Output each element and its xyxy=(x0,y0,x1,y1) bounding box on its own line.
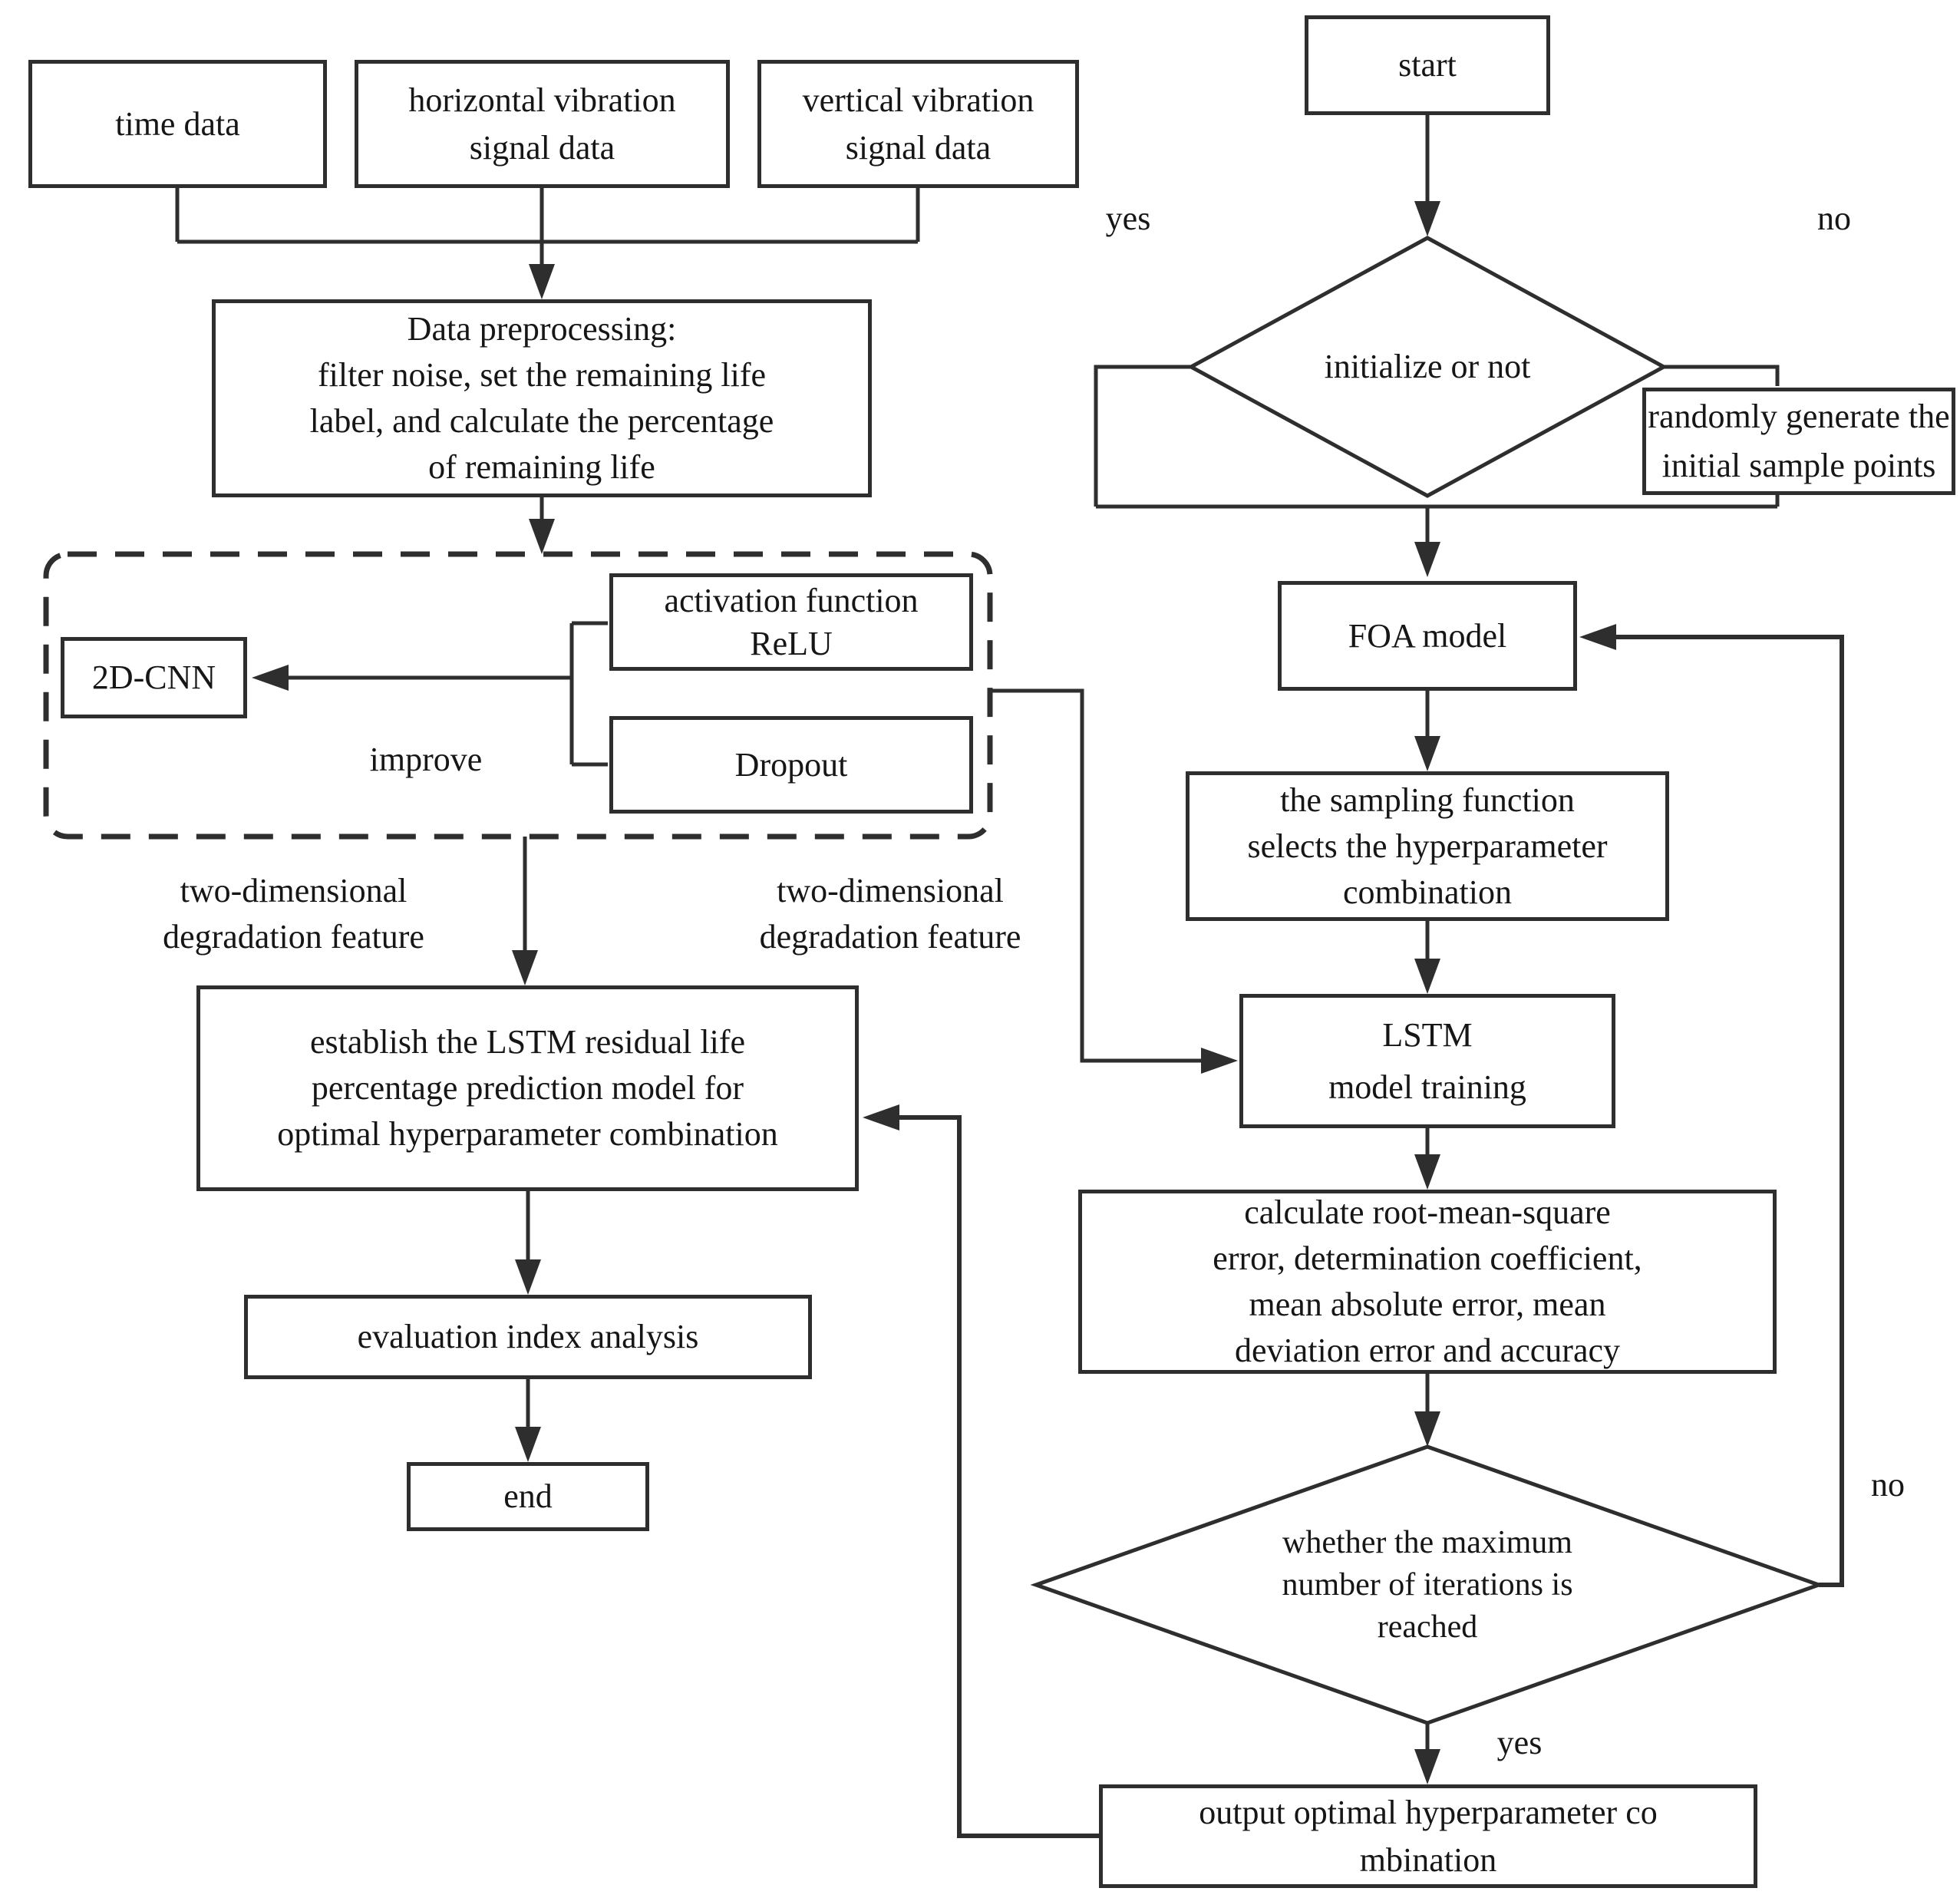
edge-output-to-establish xyxy=(870,1115,1099,1838)
node-calc-metrics: calculate root-mean-square error, determ… xyxy=(1078,1190,1777,1374)
node-time-data: time data xyxy=(28,60,327,188)
node-label: start xyxy=(1398,46,1457,84)
node-horizontal-vibration: horizontal vibration signal data xyxy=(355,60,730,188)
edge-label-feature-left: two-dimensional degradation feature xyxy=(123,866,464,962)
node-label: label, and calculate the percentage xyxy=(309,402,774,440)
edge-inputs-merge xyxy=(175,188,920,293)
node-initialize-decision-label: initialize or not xyxy=(1236,344,1619,390)
node-label: deviation error and accuracy xyxy=(1234,1332,1621,1369)
node-label: end xyxy=(503,1477,553,1515)
edge-label-text: no xyxy=(1817,200,1851,237)
node-label: ReLU xyxy=(750,624,833,662)
node-label: time data xyxy=(115,104,240,143)
node-label: establish the LSTM residual life xyxy=(310,1023,745,1061)
arrowhead-to-foa-right xyxy=(1579,624,1616,650)
node-label: percentage prediction model for xyxy=(311,1069,744,1107)
node-end: end xyxy=(407,1462,649,1531)
node-label: Dropout xyxy=(734,745,848,784)
edge-no-branch xyxy=(1664,365,1780,386)
node-sampling-function: the sampling function selects the hyperp… xyxy=(1186,771,1669,921)
node-label: evaluation index analysis xyxy=(357,1318,699,1355)
initialize-decision-shape xyxy=(1186,236,1668,498)
arrowhead-to-sampling xyxy=(1414,736,1440,771)
node-data-preprocessing: Data preprocessing: filter noise, set th… xyxy=(212,299,872,497)
arrowhead-to-establish xyxy=(512,950,538,985)
arrowhead-to-group xyxy=(529,519,555,554)
node-label: initial sample points xyxy=(1661,447,1936,484)
edge-no-feedback-to-foa xyxy=(1587,635,1844,1587)
arrowhead-to-calc xyxy=(1414,1154,1440,1190)
node-label: 2D-CNN xyxy=(91,659,216,696)
arrowhead-to-evaluation xyxy=(515,1259,541,1295)
node-evaluation: evaluation index analysis xyxy=(244,1295,812,1379)
edge-label-yes-iteration: yes xyxy=(1466,1721,1573,1765)
node-dropout: Dropout xyxy=(609,716,973,814)
node-label: filter noise, set the remaining life xyxy=(317,356,767,394)
node-start: start xyxy=(1305,15,1550,115)
node-label: combination xyxy=(1343,873,1512,911)
arrowhead-to-lstm-top xyxy=(1414,959,1440,994)
edge-group-junction xyxy=(261,621,608,767)
node-label: horizontal vibration xyxy=(408,81,676,119)
arrowhead-to-lstm-left xyxy=(1201,1048,1238,1074)
node-label: number of iterations is xyxy=(1282,1566,1573,1603)
node-output-optimal: output optimal hyperparameter co mbinati… xyxy=(1099,1784,1757,1888)
edge-label-text: degradation feature xyxy=(759,917,1021,956)
arrowhead-to-end xyxy=(515,1427,541,1462)
node-label: signal data xyxy=(469,128,615,167)
node-label: randomly generate the xyxy=(1648,398,1950,435)
node-label: activation function xyxy=(664,581,919,619)
node-label: FOA model xyxy=(1348,616,1507,655)
node-activation-relu: activation function ReLU xyxy=(609,573,973,671)
node-label: optimal hyperparameter combination xyxy=(277,1115,778,1153)
node-2d-cnn: 2D-CNN xyxy=(61,637,247,718)
edge-label-text: degradation feature xyxy=(163,917,424,956)
node-label: of remaining life xyxy=(428,448,655,486)
node-label: the sampling function xyxy=(1280,781,1575,819)
edge-label-text: yes xyxy=(1496,1724,1543,1761)
edge-label-improve: improve xyxy=(338,735,514,784)
improve-group-border xyxy=(43,551,993,840)
node-random-generate: randomly generate the initial sample poi… xyxy=(1642,388,1955,495)
node-label: vertical vibration xyxy=(802,81,1034,119)
arrowhead-to-decision2 xyxy=(1414,1411,1440,1447)
node-label: selects the hyperparameter xyxy=(1247,827,1608,865)
edge-label-text: yes xyxy=(1105,200,1151,237)
node-label: model training xyxy=(1328,1068,1526,1106)
edge-label-feature-right: two-dimensional degradation feature xyxy=(714,866,1067,962)
edge-label-text: improve xyxy=(369,741,483,778)
edge-label-text: two-dimensional xyxy=(777,871,1004,909)
edge-label-no-initialize: no xyxy=(1788,196,1880,242)
node-label: reached xyxy=(1377,1609,1478,1645)
arrowhead-to-output xyxy=(1414,1749,1440,1784)
node-label: mbination xyxy=(1359,1840,1497,1879)
edge-label-no-iteration: no xyxy=(1842,1462,1934,1508)
node-foa-model: FOA model xyxy=(1278,581,1577,691)
arrowhead-to-foa xyxy=(1414,542,1440,577)
edge-group-to-lstm xyxy=(990,688,1228,1063)
node-label: output optimal hyperparameter co xyxy=(1199,1793,1658,1831)
arrowhead-to-preprocessing xyxy=(529,264,555,299)
edge-label-yes-initialize: yes xyxy=(1082,196,1174,242)
node-iteration-decision-label: whether the maximum number of iterations… xyxy=(1197,1518,1658,1652)
node-label: calculate root-mean-square xyxy=(1244,1193,1611,1231)
edge-label-text: no xyxy=(1871,1466,1905,1504)
node-label: mean absolute error, mean xyxy=(1249,1286,1606,1323)
arrowhead-to-decision xyxy=(1414,201,1440,236)
node-label: Data preprocessing: xyxy=(407,310,677,348)
node-label: LSTM xyxy=(1382,1015,1473,1054)
edge-branches-merge xyxy=(1096,495,1780,571)
edge-yes-branch xyxy=(1094,365,1191,507)
node-establish-lstm: establish the LSTM residual life percent… xyxy=(196,985,859,1191)
node-vertical-vibration: vertical vibration signal data xyxy=(757,60,1079,188)
edge-label-text: two-dimensional xyxy=(180,871,408,909)
node-label: signal data xyxy=(845,128,992,167)
arrowhead-to-establish-right xyxy=(863,1104,899,1131)
node-label: whether the maximum xyxy=(1282,1524,1572,1560)
node-lstm-training: LSTM model training xyxy=(1239,994,1615,1128)
node-label: initialize or not xyxy=(1324,348,1531,385)
arrowhead-to-cnn xyxy=(252,665,289,691)
node-label: error, determination coefficient, xyxy=(1213,1239,1642,1277)
